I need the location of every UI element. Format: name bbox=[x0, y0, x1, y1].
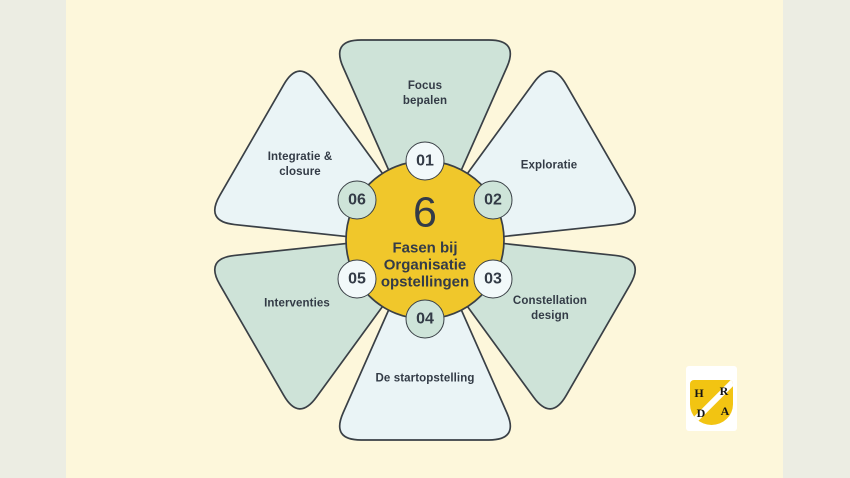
logo-letter-a: A bbox=[720, 404, 730, 418]
phase-badge-03: 03 bbox=[473, 259, 513, 299]
logo-letter-h: H bbox=[694, 386, 704, 400]
center-number: 6 bbox=[413, 188, 437, 237]
phase-badge-01: 01 bbox=[405, 141, 445, 181]
label-focus-bepalen: Focus bepalen bbox=[402, 80, 448, 107]
left-margin-strip bbox=[0, 0, 66, 478]
center-title: Fasen bij Organisatie opstellingen bbox=[380, 239, 470, 290]
phase-badge-05: 05 bbox=[337, 259, 377, 299]
phase-badge-06: 06 bbox=[337, 180, 377, 220]
label-de-startopstelling: De startopstelling bbox=[375, 372, 475, 385]
label-exploratie: Exploratie bbox=[520, 159, 578, 172]
right-margin-strip bbox=[783, 0, 850, 478]
hrda-shield-icon: H R D A bbox=[690, 380, 733, 425]
phase-badge-04: 04 bbox=[405, 299, 445, 339]
logo-letter-d: D bbox=[696, 406, 706, 420]
phase-badge-02: 02 bbox=[473, 180, 513, 220]
label-constellation-design: Constellation design bbox=[512, 295, 588, 322]
center-text-block: 6 Fasen bij Organisatie opstellingen bbox=[350, 191, 500, 290]
label-interventies: Interventies bbox=[264, 297, 330, 310]
logo-letter-r: R bbox=[719, 384, 729, 398]
hrda-logo: H R D A bbox=[686, 366, 737, 431]
label-integratie-closure: Integratie & closure bbox=[267, 151, 333, 178]
